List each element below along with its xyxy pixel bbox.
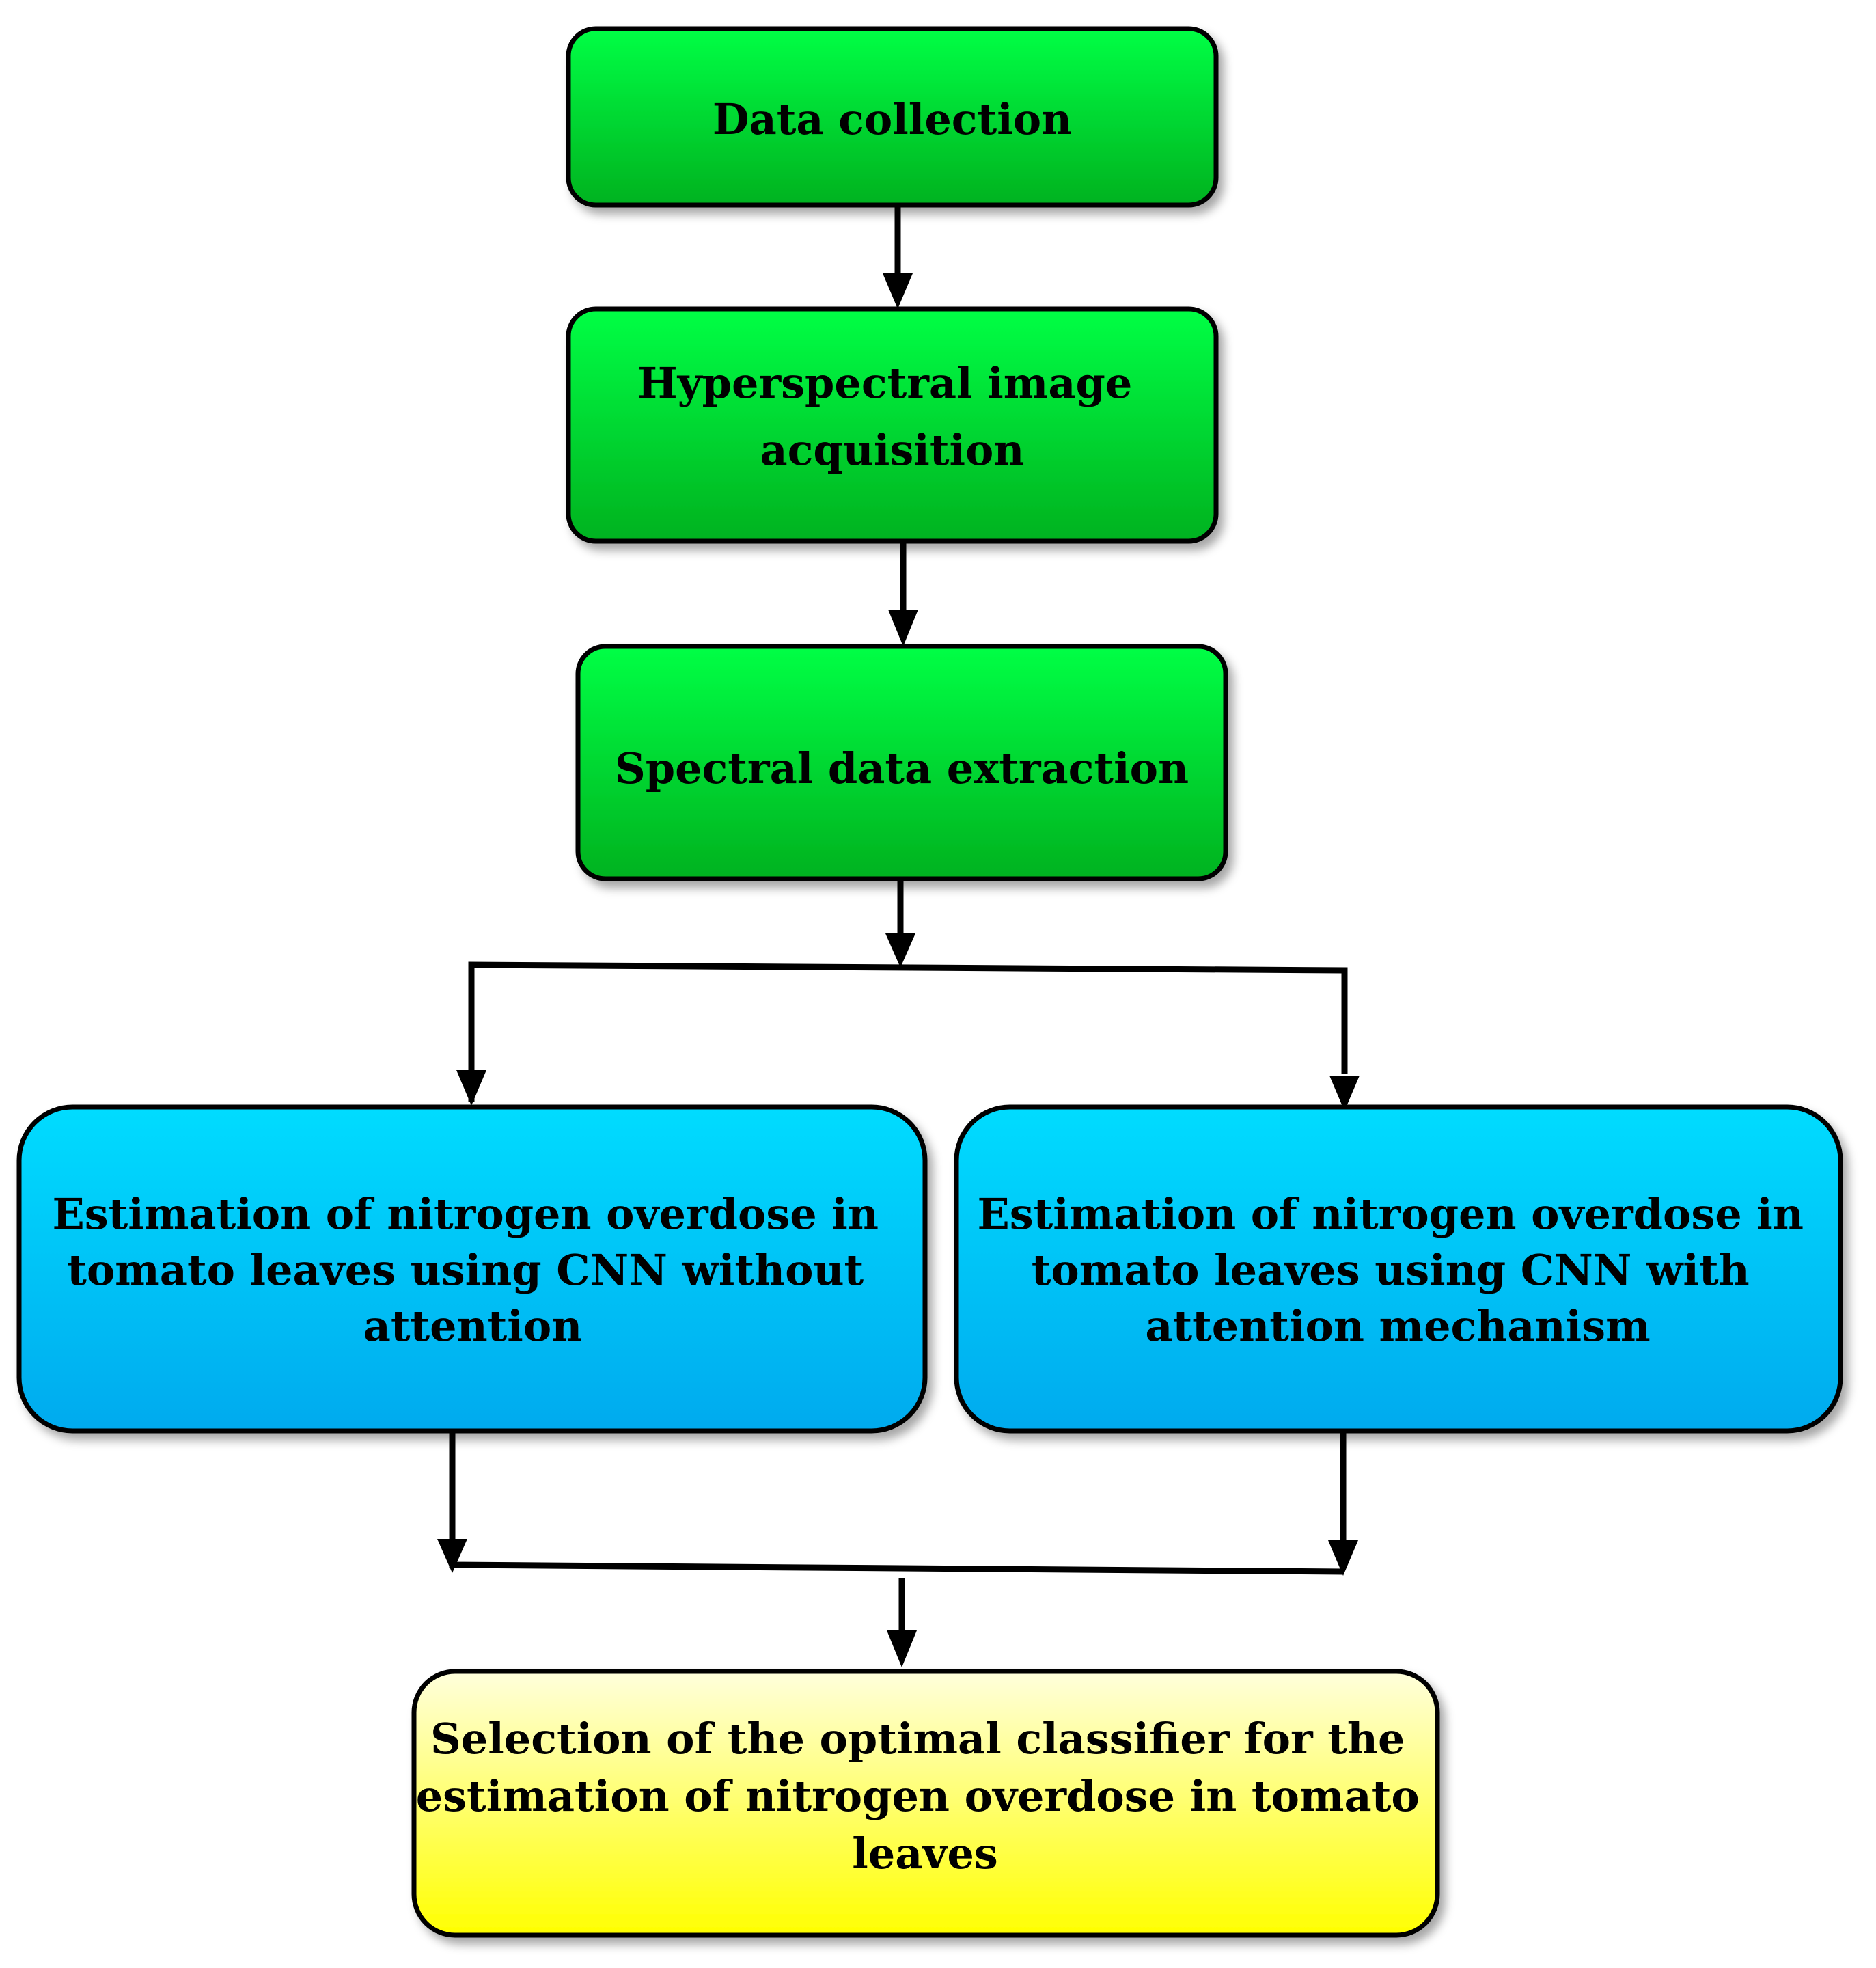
svg-text:Estimation of nitrogen overdos: Estimation of nitrogen overdose in tomat… bbox=[52, 1189, 893, 1351]
label-cnn-without-attention-line-3: attention bbox=[363, 1301, 583, 1351]
box-spectral-data-extraction bbox=[575, 644, 1228, 882]
label-hyperspectral-line-1: Hyperspectral image bbox=[637, 358, 1132, 408]
svg-text:Estimation of nitrogen overdos: Estimation of nitrogen overdose in tomat… bbox=[977, 1189, 1818, 1351]
label-optimal-classifier-line-3: leaves bbox=[852, 1829, 998, 1878]
box-hyperspectral-acquisition bbox=[566, 306, 1219, 544]
arrowhead-merge-right bbox=[1328, 1540, 1358, 1576]
label-hyperspectral-line-2: acquisition bbox=[760, 425, 1025, 475]
label-optimal-classifier-line-1: Selection of the optimal classifier for … bbox=[430, 1714, 1405, 1764]
label-optimal-classifier-line-2: estimation of nitrogen overdose in tomat… bbox=[416, 1771, 1420, 1821]
box-data-collection bbox=[566, 26, 1219, 208]
node-cnn-with-attention: Estimation of nitrogen overdose in tomat… bbox=[954, 1104, 1843, 1434]
svg-text:Spectral data extraction: Spectral data extraction bbox=[615, 743, 1189, 793]
svg-text:Selection of the optimal class: Selection of the optimal classifier for … bbox=[416, 1714, 1435, 1878]
merge-branch-left bbox=[449, 1432, 1344, 1575]
label-cnn-without-attention-line-2: tomato leaves using CNN without bbox=[67, 1245, 864, 1295]
node-hyperspectral-acquisition: Hyperspectral image acquisition bbox=[566, 306, 1219, 544]
arrowhead-to-split bbox=[885, 933, 915, 968]
svg-text:Hyperspectral image acqu: Hyperspectral image acquisition bbox=[637, 358, 1147, 475]
arrowheads bbox=[437, 273, 1360, 1667]
label-data-collection-line-1: Data collection bbox=[713, 94, 1072, 144]
box-cnn-with-attention bbox=[954, 1104, 1843, 1434]
arrowhead-to-hyperspectral bbox=[883, 273, 913, 309]
node-spectral-data-extraction: Spectral data extraction bbox=[575, 644, 1228, 882]
label-spectral-extraction-line-1: Spectral data extraction bbox=[615, 743, 1189, 793]
arrowhead-to-optimal-classifier bbox=[887, 1630, 917, 1667]
box-cnn-without-attention bbox=[16, 1104, 928, 1434]
arrowhead-merge-left bbox=[437, 1539, 467, 1573]
box-optimal-classifier bbox=[411, 1669, 1440, 1938]
split-branch-line bbox=[468, 961, 1348, 1102]
node-data-collection: Data collection bbox=[566, 26, 1219, 208]
arrowhead-to-cnn-with-attention bbox=[1329, 1076, 1360, 1111]
label-cnn-without-attention-line-1: Estimation of nitrogen overdose in bbox=[52, 1189, 878, 1239]
arrowhead-to-cnn-without-attention bbox=[456, 1070, 486, 1106]
node-optimal-classifier: Selection of the optimal classifier for … bbox=[411, 1669, 1440, 1938]
arrowhead-to-spectral-extraction bbox=[888, 610, 918, 646]
label-cnn-with-attention-line-1: Estimation of nitrogen overdose in bbox=[977, 1189, 1803, 1239]
label-cnn-with-attention-line-2: tomato leaves using CNN with bbox=[1032, 1245, 1750, 1295]
label-cnn-with-attention-line-3: attention mechanism bbox=[1145, 1301, 1650, 1351]
node-cnn-without-attention: Estimation of nitrogen overdose in tomat… bbox=[16, 1104, 928, 1434]
svg-text:Data collection: Data collection bbox=[713, 94, 1072, 144]
